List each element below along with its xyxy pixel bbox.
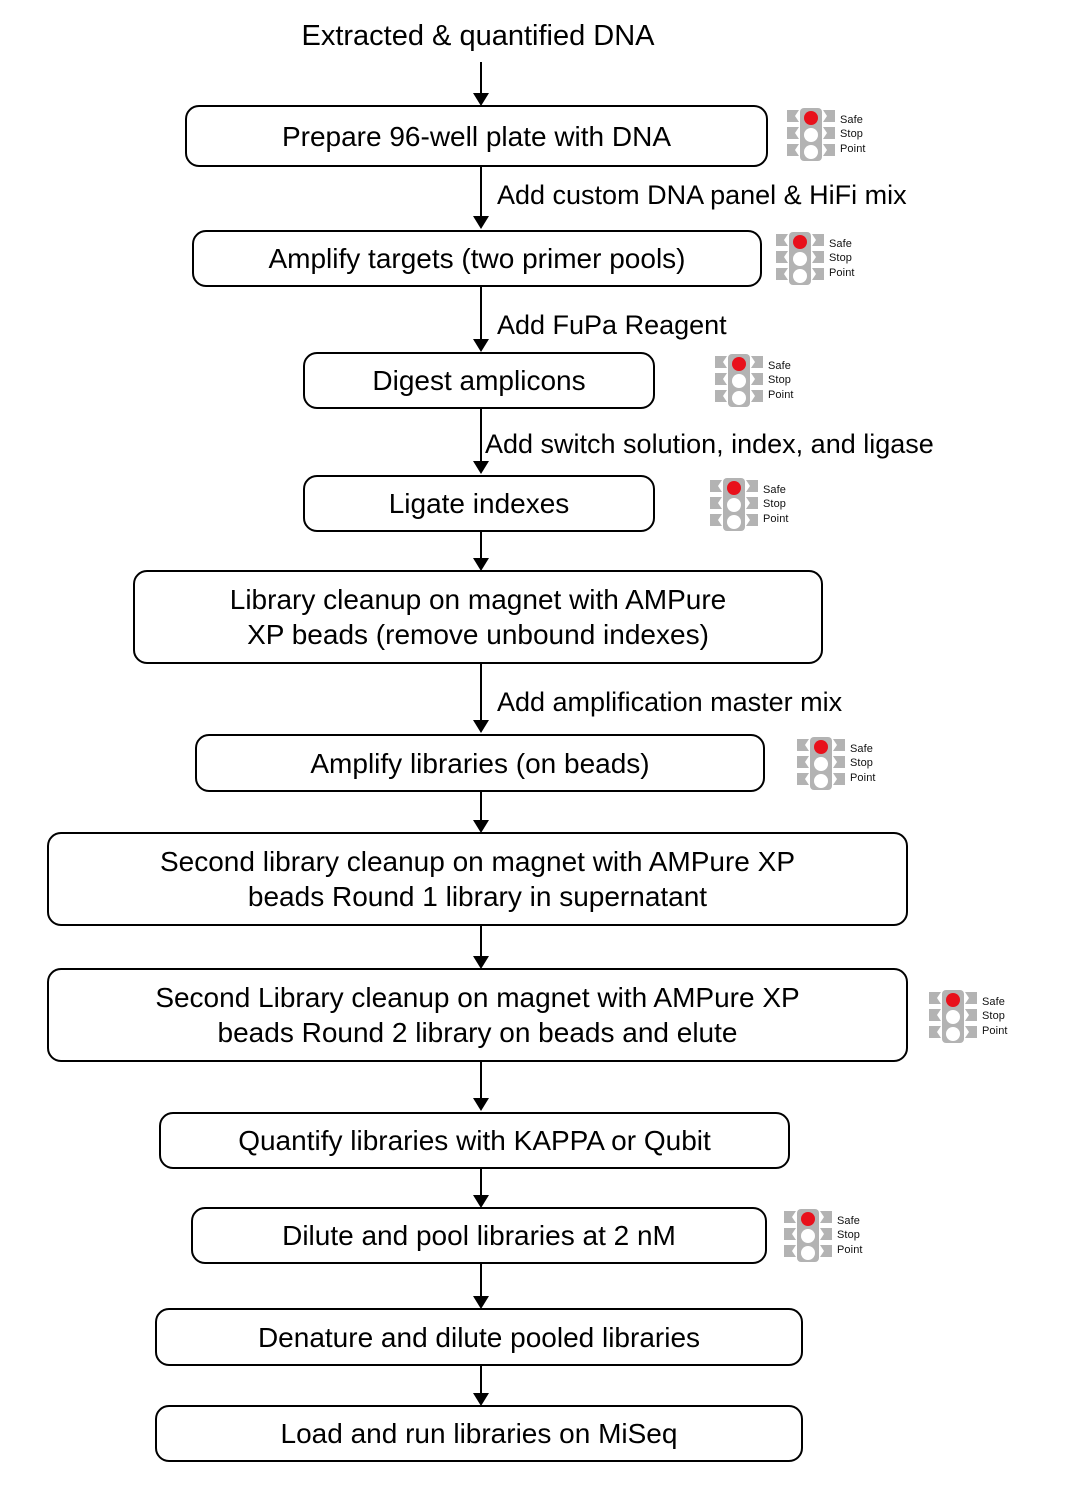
marker-line-point: Point [840, 142, 866, 155]
marker-line-safe: Safe [837, 1214, 861, 1227]
edge-label-add-master-mix: Add amplification master mix [497, 687, 843, 717]
node-ligate-indexes[interactable]: Ligate indexes [303, 475, 655, 532]
safe-stop-point-marker-prepare-plate: Safe Stop Point [786, 107, 866, 162]
marker-line-point: Point [837, 1243, 863, 1256]
node-library-cleanup[interactable]: Library cleanup on magnet with AMPure XP… [133, 570, 823, 664]
node-denature-dilute[interactable]: Denature and dilute pooled libraries [155, 1308, 803, 1366]
marker-line-point: Point [829, 266, 855, 279]
node-second-cleanup-r2[interactable]: Second Library cleanup on magnet with AM… [47, 968, 908, 1062]
node-load-run[interactable]: Load and run libraries on MiSeq [155, 1405, 803, 1462]
marker-line-safe: Safe [768, 359, 792, 372]
marker-line-stop: Stop [829, 252, 853, 265]
safe-stop-point-marker-amplify-libraries: Safe Stop Point [796, 736, 876, 791]
safe-stop-point-marker-dilute-pool: Safe Stop Point [783, 1208, 863, 1263]
safe-stop-point-marker-second-cleanup-r2: Safe Stop Point [928, 989, 1008, 1044]
node-second-cleanup-r1[interactable]: Second library cleanup on magnet with AM… [47, 832, 908, 926]
traffic-light-icon [784, 1209, 832, 1262]
edge-label-add-switch: Add switch solution, index, and ligase [485, 429, 934, 459]
safe-stop-point-marker-amplify-targets: Safe Stop Point [775, 231, 855, 286]
traffic-light-icon [776, 232, 824, 285]
traffic-light-icon [797, 737, 845, 790]
traffic-light-icon [929, 990, 977, 1043]
marker-line-stop: Stop [763, 498, 787, 511]
marker-line-stop: Stop [840, 128, 864, 141]
marker-line-safe: Safe [982, 995, 1006, 1008]
marker-line-safe: Safe [840, 113, 864, 126]
marker-line-point: Point [768, 388, 794, 401]
node-amplify-libraries[interactable]: Amplify libraries (on beads) [195, 734, 765, 792]
node-dilute-pool[interactable]: Dilute and pool libraries at 2 nM [191, 1207, 767, 1264]
node-prepare-plate[interactable]: Prepare 96-well plate with DNA [185, 105, 768, 167]
node-digest-amplicons[interactable]: Digest amplicons [303, 352, 655, 409]
node-quantify-libraries[interactable]: Quantify libraries with KAPPA or Qubit [159, 1112, 790, 1169]
marker-line-point: Point [850, 771, 876, 784]
safe-stop-point-marker-ligate-indexes: Safe Stop Point [709, 477, 789, 532]
marker-line-safe: Safe [829, 237, 853, 250]
marker-line-safe: Safe [850, 742, 874, 755]
start-label: Extracted & quantified DNA [301, 20, 655, 52]
edge-label-add-fupa: Add FuPa Reagent [497, 310, 727, 340]
traffic-light-icon [787, 108, 835, 161]
edge-label-add-panel: Add custom DNA panel & HiFi mix [497, 180, 907, 210]
traffic-light-icon [715, 354, 763, 407]
marker-line-point: Point [982, 1024, 1008, 1037]
marker-line-point: Point [763, 512, 789, 525]
safe-stop-point-marker-digest-amplicons: Safe Stop Point [714, 353, 794, 408]
marker-line-stop: Stop [850, 757, 874, 770]
marker-line-stop: Stop [837, 1229, 861, 1242]
marker-line-stop: Stop [982, 1010, 1006, 1023]
marker-line-safe: Safe [763, 483, 787, 496]
traffic-light-icon [710, 478, 758, 531]
node-amplify-targets[interactable]: Amplify targets (two primer pools) [192, 230, 762, 287]
marker-line-stop: Stop [768, 374, 792, 387]
